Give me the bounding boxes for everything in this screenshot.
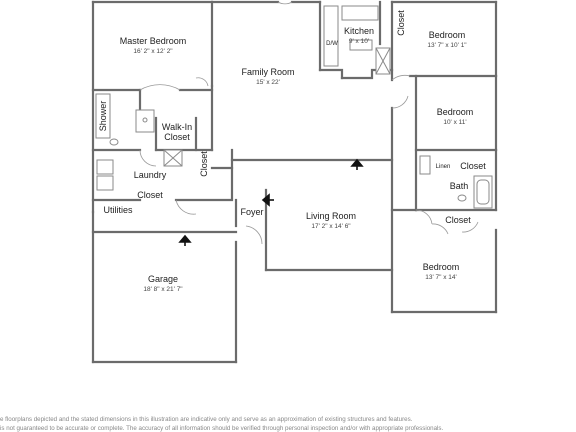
walk-in-closet-label-2: Closet (164, 132, 190, 142)
family-room-dims: 15' x 22' (256, 79, 280, 86)
garage-dims: 18' 8" x 21' 7" (143, 286, 183, 293)
bedroom-1-dims: 13' 7" x 10' 1" (427, 42, 467, 49)
walk-in-closet-label-1: Walk-In (162, 122, 192, 132)
utilities-label: Utilities (103, 205, 133, 215)
bedroom-3-dims: 13' 7" x 14' (425, 274, 457, 281)
foyer-closet-label: Closet (199, 151, 209, 177)
bedroom-3-closet-label: Closet (445, 215, 471, 225)
walls (91, 0, 498, 364)
master-bedroom-label: Master Bedroom (120, 36, 187, 46)
bedroom-1-label: Bedroom (429, 30, 466, 40)
foyer-label: Foyer (240, 207, 263, 217)
bath-label: Bath (450, 181, 469, 191)
disclaimer-line-1: e floorplans depicted and the stated dim… (0, 416, 413, 423)
doors (139, 1, 479, 245)
living-room-dims: 17' 2" x 14' 6" (311, 223, 351, 230)
dishwasher-label: D/W (326, 41, 338, 47)
shower-label: Shower (98, 101, 108, 132)
master-bedroom-dims: 16' 2" x 12' 2" (133, 48, 173, 55)
room-labels: Master Bedroom 16' 2" x 12' 2" Family Ro… (98, 10, 486, 293)
family-room-label: Family Room (241, 67, 294, 77)
bedroom-2-dims: 10' x 11' (443, 119, 466, 126)
laundry-closet-label: Closet (137, 190, 163, 200)
garage-label: Garage (148, 274, 178, 284)
kitchen-label: Kitchen (344, 26, 374, 36)
bedroom-2-label: Bedroom (437, 107, 474, 117)
bath-closet-label: Closet (460, 161, 486, 171)
kitchen-dims: 9' x 10' (349, 38, 369, 45)
fixtures (95, 5, 493, 209)
living-room-label: Living Room (306, 211, 356, 221)
linen-label: Linen (436, 164, 451, 170)
laundry-label: Laundry (134, 170, 167, 180)
entry-arrows (178, 158, 364, 246)
kitchen-closet-label: Closet (396, 10, 406, 36)
bedroom-3-label: Bedroom (423, 262, 460, 272)
disclaimer-line-2: is not guaranteed to be accurate or comp… (0, 425, 444, 432)
